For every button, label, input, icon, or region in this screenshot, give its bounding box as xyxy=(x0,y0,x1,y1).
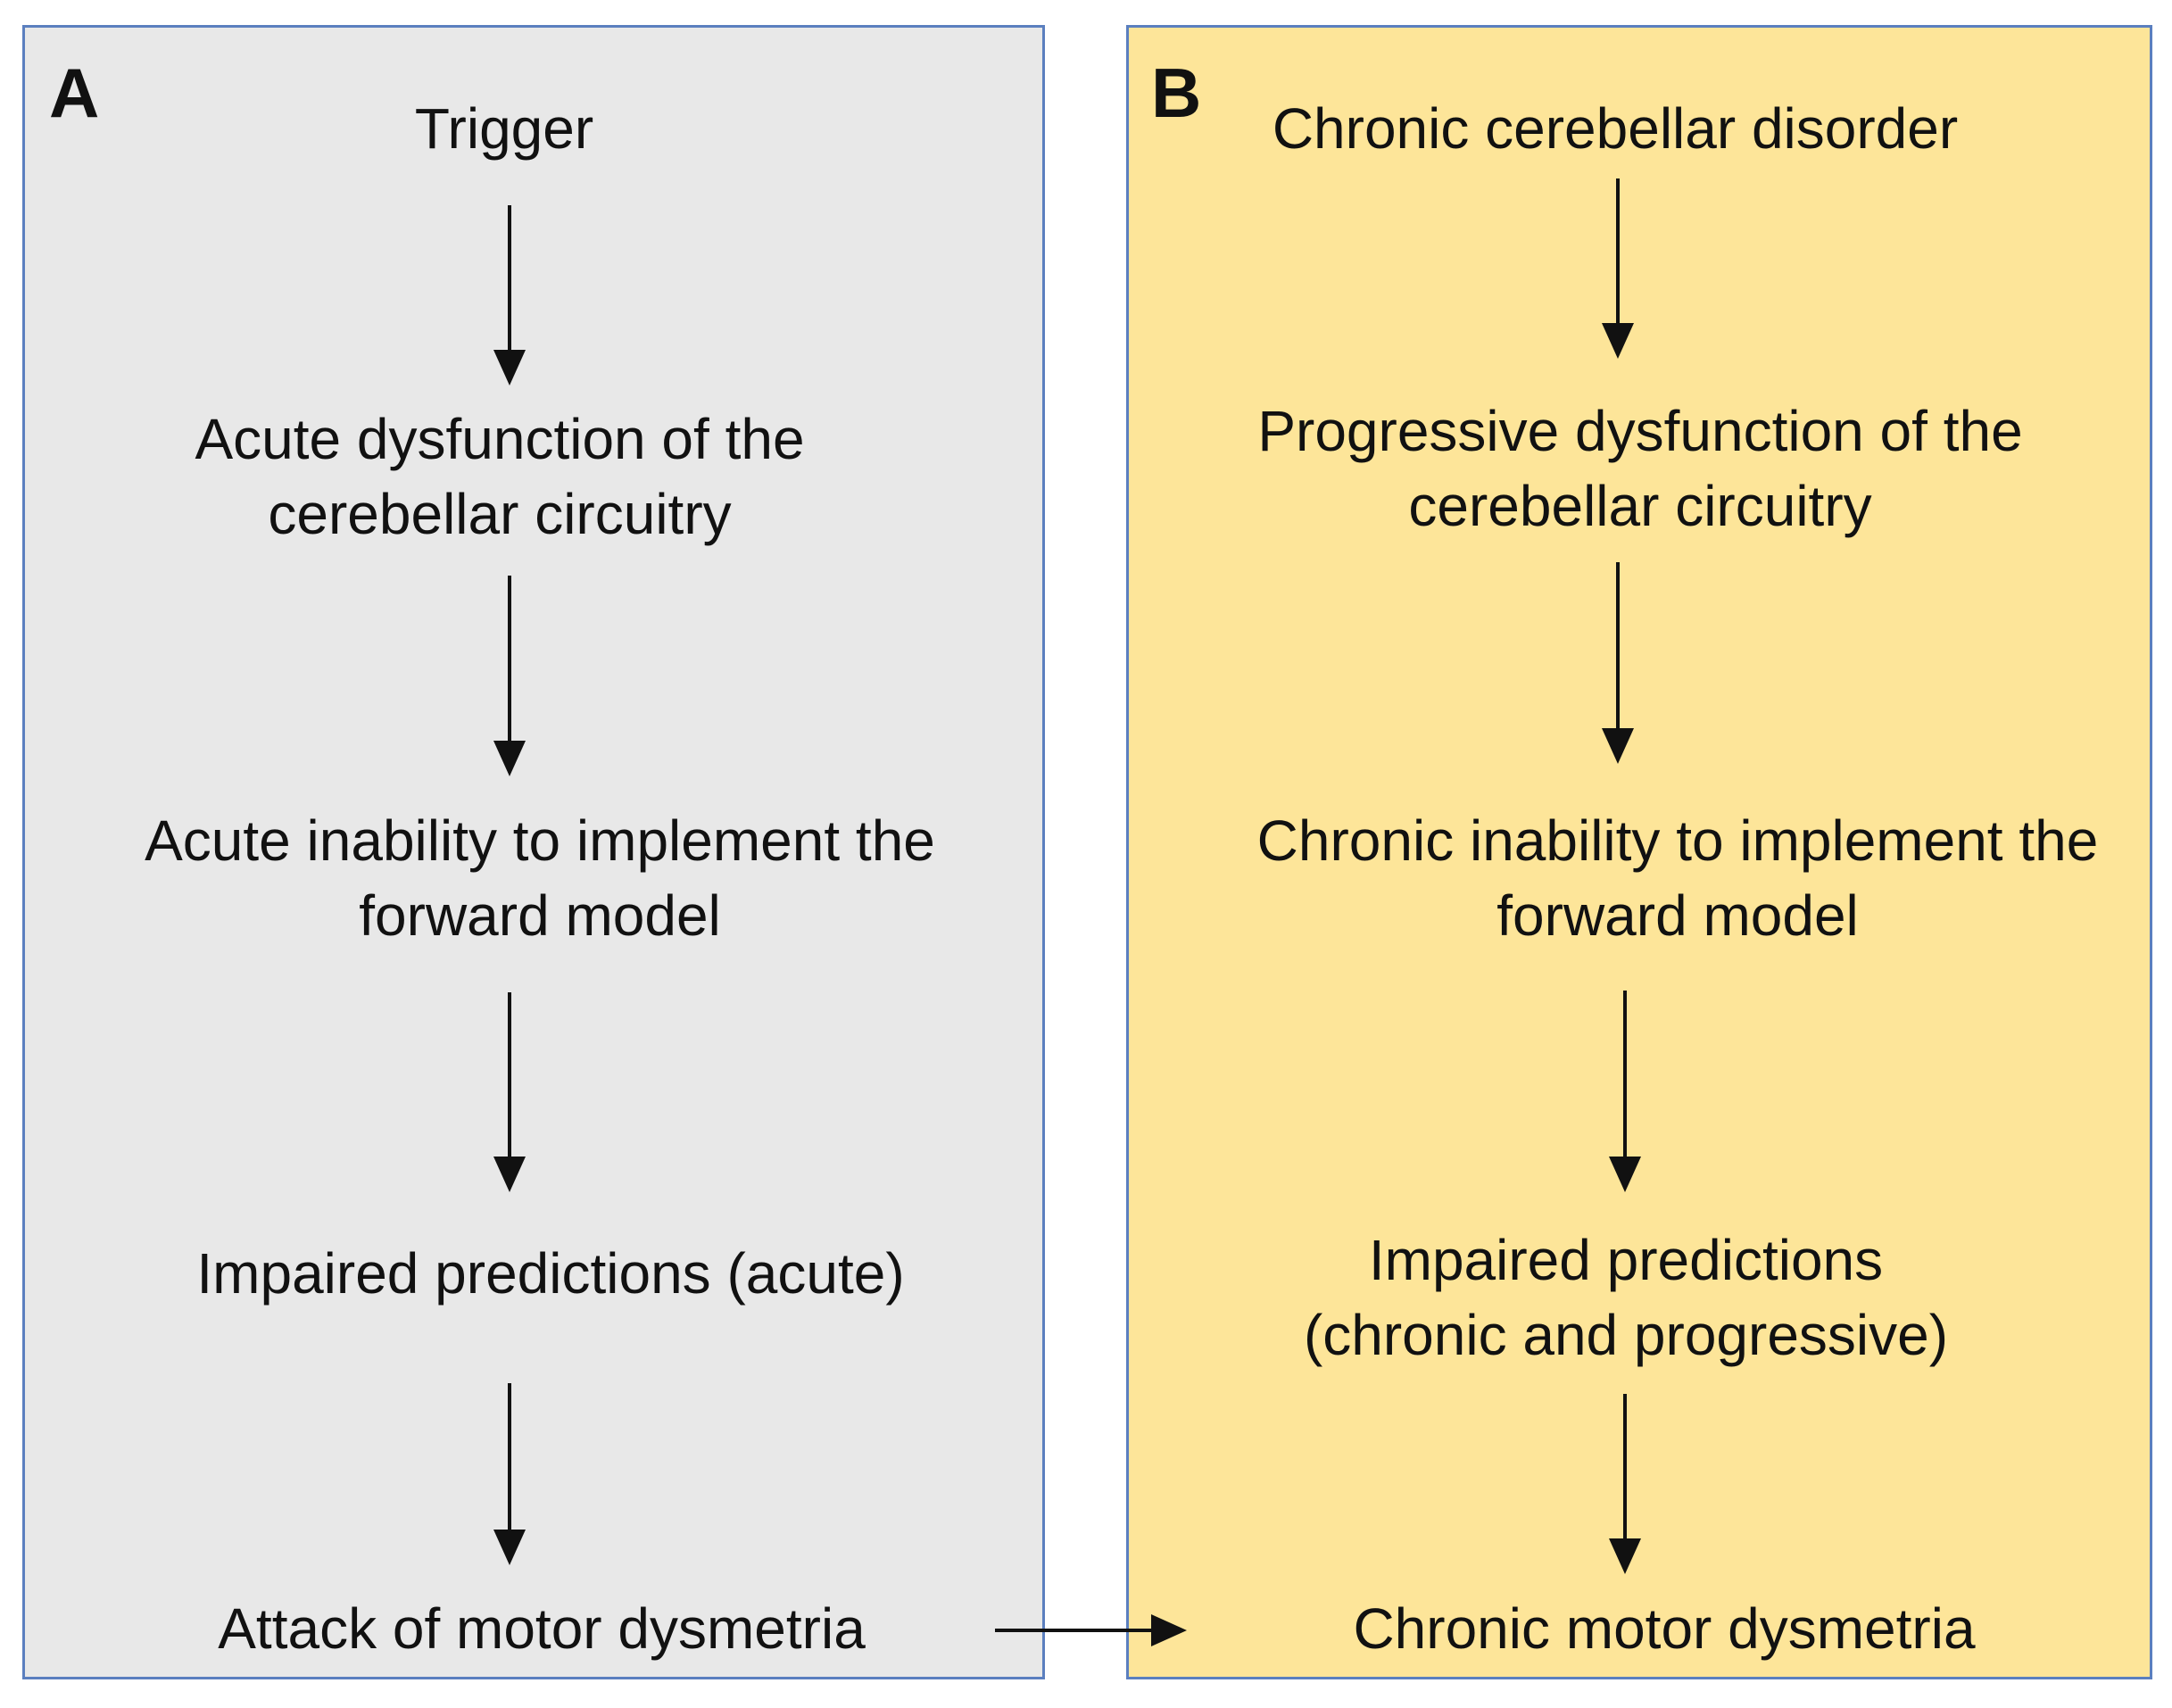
panel-a xyxy=(22,25,1045,1679)
panel-b xyxy=(1126,25,2152,1679)
node-acute-dysfunction: Acute dysfunction of the cerebellar circ… xyxy=(195,407,805,546)
node-impaired-predictions-chronic: Impaired predictions (chronic and progre… xyxy=(1303,1228,1949,1367)
panel-b-letter: B xyxy=(1151,54,1202,132)
node-chronic-inability: Chronic inability to implement the forwa… xyxy=(1256,808,2099,948)
node-chronic-motor-dysmetria: Chronic motor dysmetria xyxy=(1353,1596,1976,1661)
node-trigger: Trigger xyxy=(414,96,594,161)
node-chronic-cerebellar-disorder: Chronic cerebellar disorder xyxy=(1272,96,1959,161)
node-progressive-dysfunction: Progressive dysfunction of the cerebella… xyxy=(1257,399,2023,538)
node-attack-motor-dysmetria: Attack of motor dysmetria xyxy=(218,1596,866,1661)
node-acute-inability: Acute inability to implement the forward… xyxy=(145,808,935,948)
node-impaired-predictions-acute: Impaired predictions (acute) xyxy=(196,1241,905,1306)
panel-a-letter: A xyxy=(49,54,100,132)
